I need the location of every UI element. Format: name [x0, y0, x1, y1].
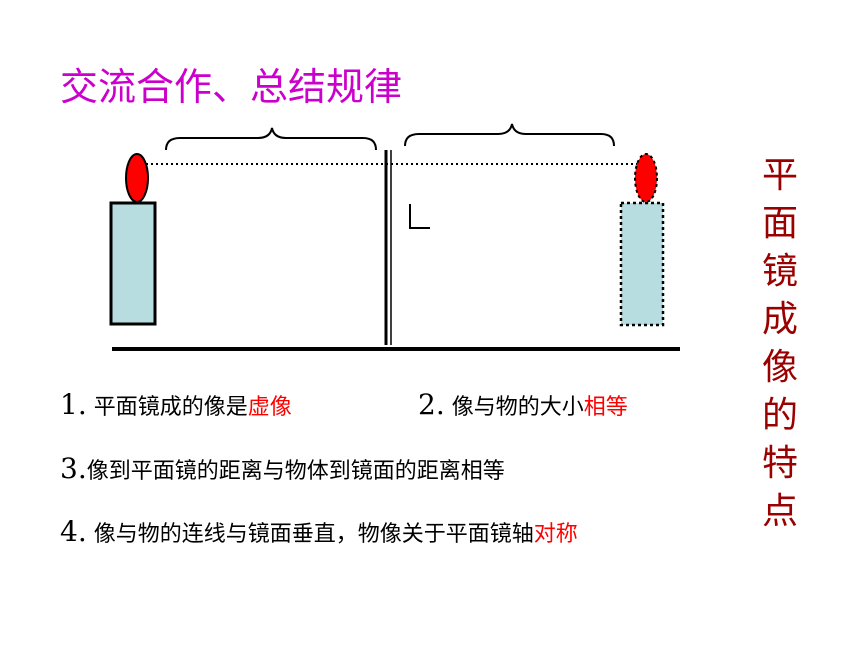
point-3-text: 像到平面镜的距离与物体到镜面的距离相等	[86, 459, 505, 484]
point-4-highlight: 对称	[533, 522, 578, 547]
point-1-number: 1.	[60, 388, 87, 421]
point-1-highlight: 虚像	[247, 395, 292, 420]
point-2-number: 2.	[418, 388, 445, 421]
point-2: 2. 像与物的大小相等	[418, 388, 628, 421]
point-3-number: 3.	[60, 452, 87, 485]
slide-title: 交流合作、总结规律	[60, 65, 403, 109]
image-flame	[634, 153, 658, 203]
right-angle-marker	[409, 204, 430, 229]
point-1: 1. 平面镜成的像是虚像	[60, 388, 292, 421]
point-2-text: 像与物的大小	[444, 395, 584, 420]
point-2-highlight: 相等	[583, 395, 628, 420]
object-flame	[125, 153, 149, 203]
side-title: 平面镜成像的特点	[761, 155, 798, 532]
point-3: 3.像到平面镜的距离与物体到镜面的距离相等	[60, 452, 505, 485]
point-1-text: 平面镜成的像是	[86, 395, 248, 420]
image-candle	[619, 201, 665, 327]
object-distance-brace	[165, 127, 377, 151]
point-4-text: 像与物的连线与镜面垂直，物像关于平面镜轴	[86, 522, 534, 547]
image-distance-brace	[404, 123, 615, 147]
object-candle	[109, 201, 157, 326]
point-4: 4. 像与物的连线与镜面垂直，物像关于平面镜轴对称	[60, 515, 578, 548]
point-4-number: 4.	[60, 515, 87, 548]
